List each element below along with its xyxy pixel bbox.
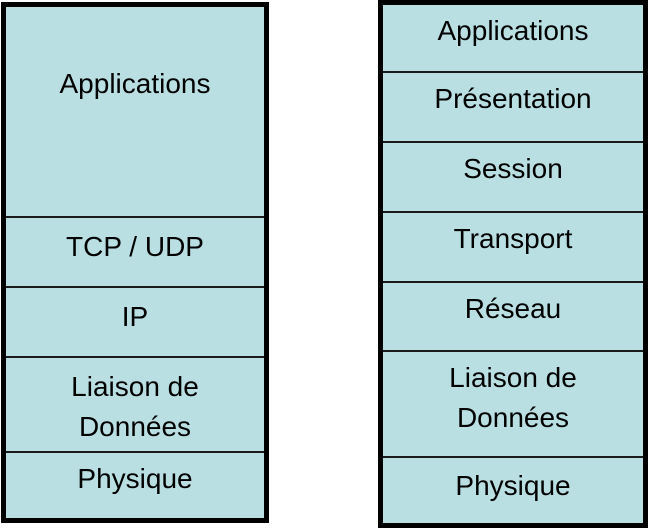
layer-label: Applications	[59, 68, 211, 99]
osi-layer-presentation: Présentation	[383, 73, 643, 143]
osi-layer-data-link: Liaison de Données	[383, 352, 643, 458]
layer-label: Liaison de Données	[449, 362, 577, 433]
tcpip-layer-physical: Physique	[6, 453, 264, 518]
osi-layer-network: Réseau	[383, 283, 643, 352]
osi-layer-application: Applications	[383, 5, 643, 73]
layer-label: Physique	[77, 463, 193, 494]
osi-layer-transport: Transport	[383, 213, 643, 283]
tcpip-layer-ip: IP	[6, 288, 264, 358]
layer-label: Réseau	[464, 293, 562, 324]
tcpip-layer-applications: Applications	[6, 7, 264, 218]
layer-label: IP	[121, 301, 149, 332]
layer-label: TCP / UDP	[66, 231, 204, 262]
tcpip-model-stack: Applications TCP / UDP IP Liaison de Don…	[1, 2, 269, 523]
layer-label: Transport	[453, 223, 573, 254]
layer-label: Applications	[437, 15, 589, 46]
layer-label: Physique	[455, 470, 571, 501]
tcpip-layer-tcp-udp: TCP / UDP	[6, 218, 264, 288]
tcpip-layer-data-link: Liaison de Données	[6, 358, 264, 453]
layer-label: Liaison de Données	[71, 371, 199, 442]
osi-layer-session: Session	[383, 143, 643, 213]
osi-model-stack: Applications Présentation Session Transp…	[378, 0, 648, 528]
osi-layer-physical: Physique	[383, 458, 643, 523]
layer-label: Présentation	[434, 83, 592, 114]
layer-label: Session	[463, 153, 563, 184]
